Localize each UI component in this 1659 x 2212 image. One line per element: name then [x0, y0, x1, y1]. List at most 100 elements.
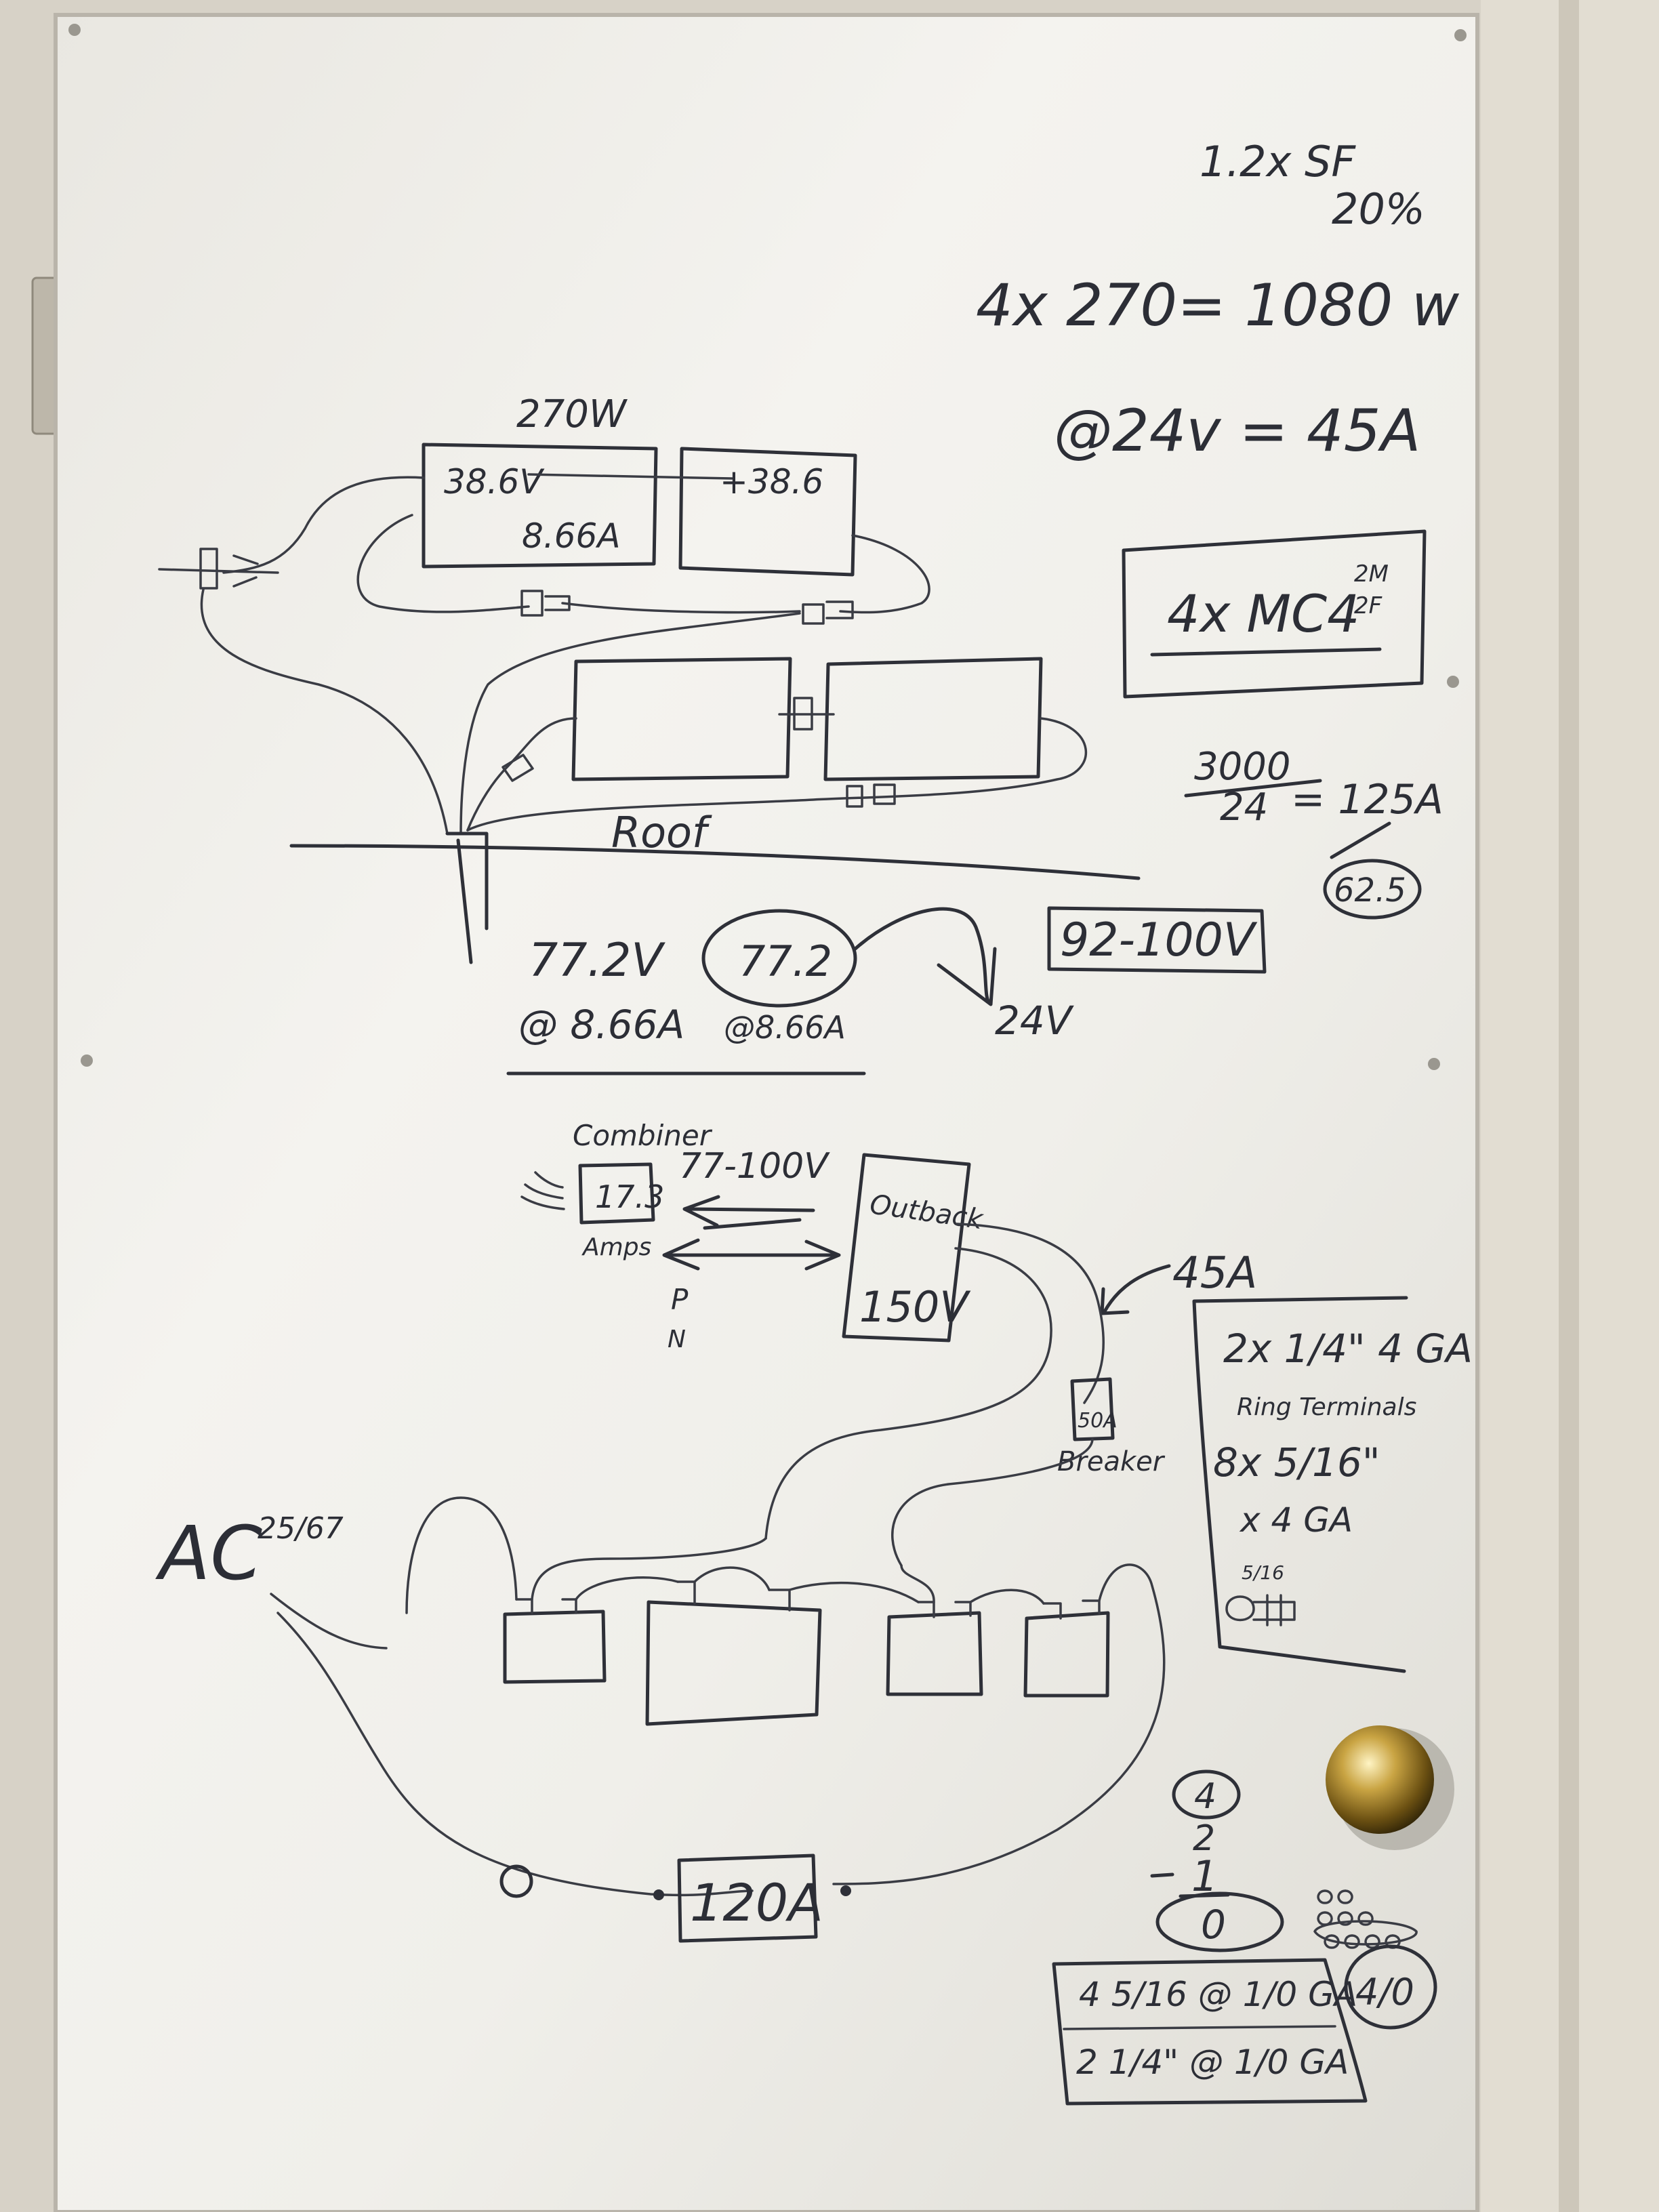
panel-top-right	[678, 447, 857, 577]
division-line	[1184, 779, 1322, 798]
mc4-connector	[501, 754, 534, 782]
roof-line	[289, 844, 1141, 880]
panel-wire	[222, 476, 425, 574]
bottom-table	[1052, 1958, 1368, 2106]
circled-gauge	[1344, 1944, 1437, 2030]
screw	[81, 1054, 93, 1067]
screw	[1428, 1058, 1440, 1070]
screw	[1447, 676, 1459, 688]
controller-output-wire	[956, 1223, 1105, 1404]
battery-wire	[969, 1589, 1045, 1605]
bottom-table-divider	[1063, 2025, 1336, 2030]
division-bottom: 24	[1220, 785, 1268, 830]
breaker-box	[1070, 1377, 1115, 1441]
roof-penetration	[445, 832, 489, 964]
circled-number	[1172, 1769, 1241, 1820]
negative-label: N	[668, 1326, 686, 1353]
combiner-wires	[520, 1171, 565, 1210]
panel-wire	[459, 612, 801, 835]
controller-arrow	[682, 1195, 815, 1230]
series-volts: 77.2V	[529, 934, 665, 987]
controller-output-wire	[764, 1247, 1052, 1540]
cable-note-1: 2x 1/4" 4 GA	[1223, 1326, 1473, 1372]
voltage-range-box	[1047, 906, 1267, 974]
cable-note-4: x 4 GA	[1239, 1500, 1353, 1540]
slash-mark	[1330, 821, 1391, 859]
current-arrow	[1100, 1264, 1171, 1315]
voltage-range: 92-100V	[1060, 914, 1258, 967]
circled-series	[701, 909, 857, 1008]
fuse-terminal	[840, 1885, 851, 1896]
mc4-connector	[520, 590, 571, 617]
ac-fraction: 25/67	[258, 1511, 344, 1546]
amps-word: Amps	[581, 1233, 651, 1261]
panel-wire	[561, 602, 801, 614]
battery-wire	[405, 1496, 518, 1614]
mc4-connector	[802, 600, 854, 625]
ground-terminal	[499, 1864, 533, 1898]
combiner-box	[578, 1162, 655, 1225]
panel-wire	[356, 514, 530, 613]
cable-note-3: 8x 5/16"	[1213, 1439, 1380, 1486]
cable-note-2: Ring Terminals	[1237, 1393, 1416, 1421]
half-amps: 62.5	[1334, 872, 1406, 909]
battery	[503, 1610, 607, 1684]
breaker-wire	[891, 1438, 1094, 1567]
safety-percent: 20%	[1332, 184, 1425, 234]
battery	[1023, 1611, 1110, 1698]
charge-controller	[842, 1153, 971, 1343]
bottom-row-2: 2 1/4" @ 1/0 GA	[1076, 2043, 1349, 2082]
bottom-row-1: 4 5/16 @ 1/0 GA	[1079, 1975, 1357, 2014]
panel-watt-label: 270W	[516, 392, 628, 436]
panel-link-wire	[527, 473, 733, 480]
mc4-underline	[1150, 647, 1382, 657]
amps-at-24v: @24v = 45A	[1054, 397, 1420, 465]
breaker-rating: 50A	[1078, 1409, 1118, 1433]
fuse-terminal	[653, 1889, 664, 1900]
breaker-word: Breaker	[1057, 1446, 1166, 1477]
door-frame-right-edge	[1559, 0, 1579, 2212]
controller-voltage-range: 77-100V	[679, 1146, 830, 1187]
ring-terminal-sketch	[1225, 1594, 1296, 1626]
fuse-box	[677, 1853, 818, 1943]
combiner-amps: 17.3	[595, 1179, 664, 1215]
screw	[1454, 29, 1467, 41]
battery-wire	[832, 1563, 1166, 1885]
roof-label: Roof	[611, 808, 712, 857]
circled-series-volts: 77.2	[739, 937, 832, 986]
panel-bottom-left	[571, 657, 792, 781]
combiner-label: Combiner	[573, 1119, 713, 1152]
door-knob	[1326, 1725, 1434, 1834]
safety-factor: 1.2x SF	[1200, 137, 1356, 186]
count-two: 2	[1193, 1818, 1215, 1859]
controller-rating: 150V	[859, 1282, 971, 1332]
mc4-male: 2M	[1354, 560, 1389, 588]
positive-label: P	[671, 1283, 689, 1316]
breaker-current: 45A	[1172, 1248, 1257, 1298]
panel-wire	[200, 588, 449, 835]
circled-series-amps: @8.66A	[724, 1009, 846, 1046]
output-24v: 24V	[995, 998, 1075, 1044]
screw	[68, 24, 81, 36]
series-amps: @ 8.66A	[518, 1002, 684, 1048]
circled-four: 4	[1194, 1776, 1216, 1817]
battery	[645, 1600, 822, 1726]
zero: 0	[1201, 1902, 1226, 1948]
ac-wire	[276, 1612, 754, 1897]
mc4-box	[1122, 529, 1427, 699]
panel-left-volts: 38.6V	[444, 462, 545, 501]
fuse-rating: 120A	[690, 1872, 823, 1933]
mc4-connector	[778, 697, 835, 731]
panel-top-left	[422, 443, 658, 569]
ac-wire	[270, 1593, 388, 1650]
arrow-to-24v	[853, 907, 997, 1006]
wire-gauge: 4/0	[1355, 1971, 1414, 2013]
junction-connector	[158, 548, 279, 590]
panel-right-volts: +38.6	[720, 462, 823, 501]
panel-wire	[839, 534, 930, 614]
circled-amps	[1323, 859, 1422, 920]
controller-arrow	[662, 1238, 841, 1271]
battery	[886, 1611, 983, 1696]
division-result: = 125A	[1291, 776, 1443, 823]
